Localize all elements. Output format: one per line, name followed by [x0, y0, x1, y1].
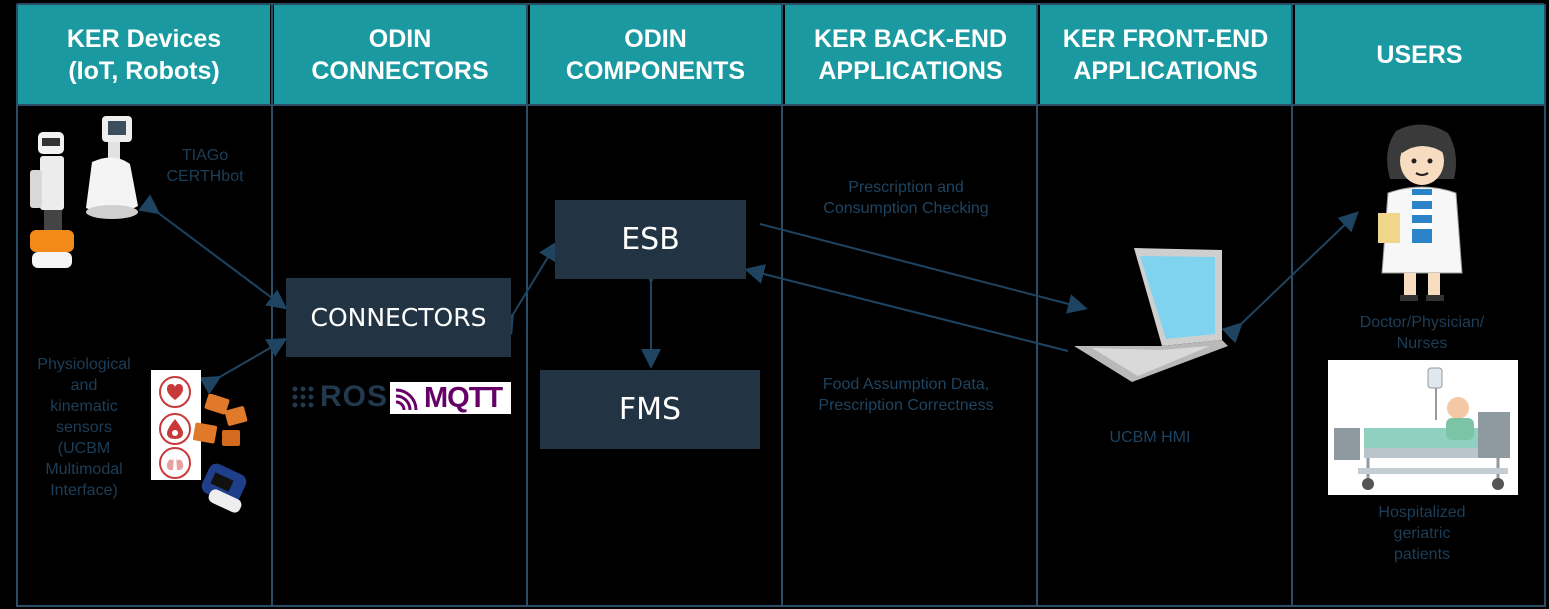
header-ker-front-end: KER FRONT-END APPLICATIONS [1040, 4, 1291, 105]
arrow-robots-connectors [138, 194, 288, 310]
grid-bottom [17, 605, 1544, 607]
header-ker-devices: KER Devices (IoT, Robots) [18, 4, 270, 105]
grid-top [17, 3, 1544, 5]
connectors-box: CONNECTORS [286, 278, 511, 357]
arrow-connectors-esb [495, 240, 559, 335]
col-divider [16, 4, 18, 607]
robot-tiago-icon [30, 132, 74, 268]
ros-logo-text: ROS [320, 380, 389, 413]
header-users: USERS [1295, 4, 1544, 105]
flow-bottom-label: Food Assumption Data, Prescription Corre… [818, 376, 994, 414]
hospital-bed-icon [1328, 360, 1518, 495]
ros-logo: ROS [292, 380, 388, 414]
heart-rate-icon [159, 376, 191, 408]
robot-certhbot-icon [86, 116, 138, 219]
blood-drop-icon [159, 413, 191, 445]
pulse-oximeter-icon [201, 463, 247, 513]
lungs-icon [159, 447, 191, 479]
doctor-icon [1378, 124, 1463, 301]
col-divider [781, 4, 783, 607]
col-divider [1036, 4, 1038, 607]
grid-header-divider [17, 104, 1544, 106]
esb-box: ESB [555, 200, 746, 279]
header-odin-connectors: ODIN CONNECTORS [274, 4, 526, 105]
arrow-hmi-doctor [1221, 211, 1359, 344]
laptop-icon [1074, 248, 1228, 382]
arrow-hmi-to-esb [744, 264, 1069, 352]
hmi-label: UCBM HMI [1109, 429, 1191, 446]
robots-label: TIAGo CERTHbot [166, 147, 244, 185]
header-odin-components: ODIN COMPONENTS [530, 4, 781, 105]
header-ker-back-end: KER BACK-END APPLICATIONS [785, 4, 1036, 105]
arrow-esb-to-hmi [759, 223, 1088, 314]
mqtt-logo: MQTT [390, 382, 511, 414]
ros-dots-icon [292, 386, 314, 408]
doctor-label: Doctor/Physician/ Nurses [1359, 314, 1485, 352]
mqtt-signal-icon [395, 388, 418, 411]
fms-box: FMS [540, 370, 760, 449]
imu-sensor-icon [192, 394, 248, 446]
arrow-sensors-connectors [199, 338, 288, 395]
mqtt-logo-text: MQTT [424, 381, 503, 414]
sensors-label: Physiological and kinematic sensors (UCB… [37, 356, 131, 499]
flow-top-label: Prescription and Consumption Checking [823, 179, 989, 217]
col-divider [1544, 4, 1546, 607]
patients-label: Hospitalized geriatric patients [1378, 504, 1466, 563]
